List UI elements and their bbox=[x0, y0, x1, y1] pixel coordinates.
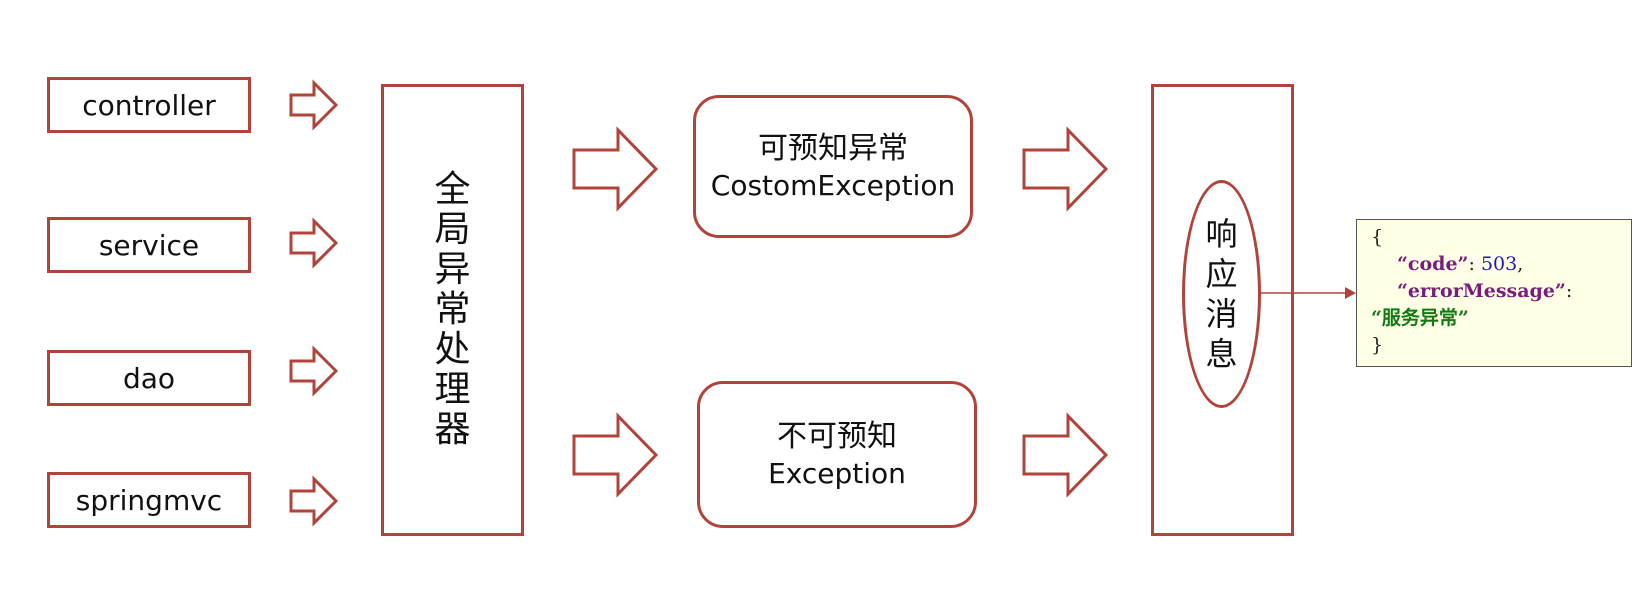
arrow-known-to-response bbox=[1022, 126, 1109, 212]
json-message-value: “服务异常” bbox=[1371, 307, 1469, 329]
known-exception-title: 可预知异常 bbox=[758, 130, 908, 166]
arrow-unknown-to-response bbox=[1022, 412, 1109, 498]
json-message-value-line: “服务异常” bbox=[1371, 305, 1617, 332]
handler-char: 器 bbox=[434, 409, 471, 450]
handler-char: 常 bbox=[434, 289, 471, 330]
arrow-handler-to-known bbox=[572, 126, 659, 212]
response-char: 消 bbox=[1205, 295, 1238, 333]
known-exception-box: 可预知异常 CostomException bbox=[693, 95, 973, 238]
layer-box-controller: controller bbox=[47, 77, 251, 133]
json-close-brace: } bbox=[1371, 334, 1384, 356]
response-message-oval: 响 应 消 息 bbox=[1182, 180, 1261, 408]
arrow-layer-springmvc bbox=[289, 475, 339, 527]
handler-char: 处 bbox=[434, 329, 471, 370]
json-comma: , bbox=[1517, 253, 1524, 275]
arrow-response-to-json bbox=[1259, 287, 1356, 299]
json-message-line: “errorMessage”: bbox=[1371, 278, 1617, 305]
handler-char: 局 bbox=[434, 209, 471, 250]
json-message-key: “errorMessage” bbox=[1397, 280, 1566, 302]
layer-label: service bbox=[98, 228, 200, 262]
unknown-exception-class: Exception bbox=[768, 456, 906, 490]
arrow-handler-to-unknown bbox=[572, 412, 659, 498]
global-exception-handler: 全 局 异 常 处 理 器 bbox=[381, 84, 524, 536]
layer-box-service: service bbox=[47, 217, 251, 273]
response-char: 应 bbox=[1205, 255, 1238, 293]
handler-char: 异 bbox=[434, 249, 471, 290]
arrow-layer-dao bbox=[289, 345, 339, 397]
handler-char: 理 bbox=[434, 369, 471, 410]
arrow-layer-controller bbox=[289, 79, 339, 131]
arrow-layer-service bbox=[289, 217, 339, 269]
layer-box-dao: dao bbox=[47, 350, 251, 406]
json-code-key: “code” bbox=[1397, 253, 1469, 275]
json-separator: : bbox=[1468, 253, 1481, 275]
handler-text: 全 局 异 常 处 理 器 bbox=[434, 170, 470, 450]
layer-box-springmvc: springmvc bbox=[47, 472, 251, 528]
json-code-value: 503 bbox=[1480, 253, 1518, 275]
response-char: 息 bbox=[1205, 335, 1238, 373]
known-exception-class: CostomException bbox=[710, 168, 956, 202]
unknown-exception-title: 不可预知 bbox=[777, 418, 897, 454]
json-response-sample: { “code”: 503, “errorMessage”: “服务异常” } bbox=[1356, 219, 1632, 367]
response-char: 响 bbox=[1205, 215, 1238, 253]
unknown-exception-box: 不可预知 Exception bbox=[697, 381, 977, 528]
json-open-brace: { bbox=[1371, 226, 1384, 248]
json-separator: : bbox=[1565, 280, 1573, 302]
layer-label: dao bbox=[122, 361, 176, 395]
handler-char: 全 bbox=[434, 169, 471, 210]
layer-label: springmvc bbox=[75, 483, 223, 517]
layer-label: controller bbox=[82, 88, 216, 122]
json-code-line: “code”: 503, bbox=[1371, 251, 1617, 278]
